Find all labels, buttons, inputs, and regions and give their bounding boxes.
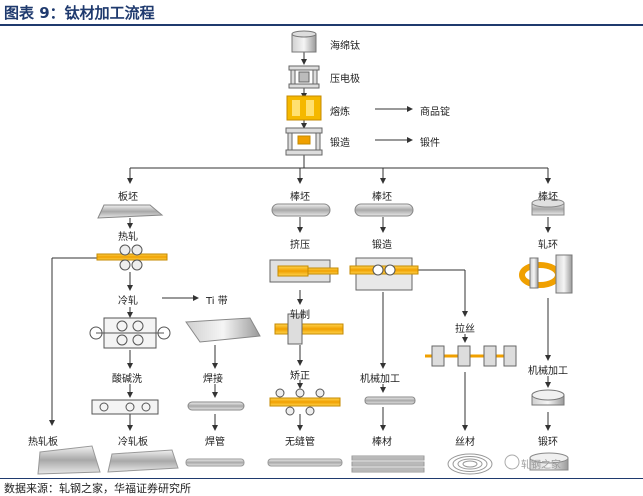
extrusion-label: 挤压 — [290, 240, 310, 251]
ring-rolling-label: 轧环 — [538, 240, 558, 251]
slab-icon — [97, 204, 164, 219]
bar-billet-icon — [271, 203, 331, 217]
seamless-pipe-product-icon — [267, 458, 343, 467]
hot-plate-product-icon — [37, 445, 101, 475]
bar-billet-label-2: 棒坯 — [372, 192, 392, 203]
electrode-press-icon — [288, 65, 320, 89]
hot-plate-label: 热轧板 — [28, 437, 58, 448]
forging-machine-icon — [349, 257, 419, 291]
forged-parts-label: 锻件 — [420, 138, 440, 149]
cold-plate-product-icon — [107, 449, 179, 473]
sponge-titanium-icon — [291, 30, 317, 53]
bar-product-label: 棒材 — [372, 437, 392, 448]
ingot-product-label: 商品锭 — [420, 107, 450, 118]
seamless-pipe-label: 无缝管 — [285, 437, 315, 448]
pickling-label: 酸碱洗 — [112, 374, 142, 385]
wire-drawing-icon — [425, 345, 517, 367]
welded-pipe-label: 焊管 — [205, 437, 225, 448]
wire-coil-product-icon — [447, 453, 493, 475]
forged-ring-product-icon — [529, 452, 569, 471]
cold-rolling-label: 冷轧 — [118, 296, 138, 307]
sponge-label: 海绵钛 — [330, 41, 360, 52]
machined-bar-icon — [364, 396, 416, 405]
machined-ring-icon — [531, 389, 565, 406]
bar-product-icon — [351, 455, 425, 473]
extrusion-icon — [269, 259, 339, 283]
watermark-logo-icon — [504, 454, 520, 470]
ring-rolling-icon — [519, 254, 573, 294]
wire-product-label: 丝材 — [455, 437, 475, 448]
drawing-label: 拉丝 — [455, 324, 475, 335]
straightening-label: 矫正 — [290, 371, 310, 382]
watermark-text: 轧钢之家 — [521, 460, 561, 471]
forging2-label: 锻造 — [372, 240, 392, 251]
ti-strip-sheet-icon — [185, 317, 261, 343]
welding-label: 焊接 — [203, 374, 223, 385]
electrode-label: 压电极 — [330, 74, 360, 85]
welding-tube-icon — [187, 401, 245, 411]
hot-rolling-icon — [96, 244, 168, 271]
figure-title: 图表 9：钛材加工流程 — [4, 4, 155, 22]
straightening-rolls-icon — [269, 388, 341, 416]
ti-strip-label: Ti 带 — [206, 296, 228, 307]
machining-label-2: 机械加工 — [528, 366, 568, 377]
bar-billet-label-3: 棒坯 — [538, 192, 558, 203]
machining-label-1: 机械加工 — [360, 374, 400, 385]
forging-label: 锻造 — [330, 138, 350, 149]
bar-billet-icon — [354, 203, 414, 217]
welded-pipe-product-icon — [185, 458, 245, 467]
cold-rolling-mill-icon — [89, 317, 171, 349]
melting-furnace-icon — [286, 95, 322, 121]
rolling-mill-icon — [274, 313, 344, 345]
bar-billet-disc-icon — [531, 198, 565, 216]
pickling-line-icon — [91, 399, 159, 415]
cold-plate-label: 冷轧板 — [118, 437, 148, 448]
melting-label: 熔炼 — [330, 107, 350, 118]
hot-rolling-label: 热轧 — [118, 232, 138, 243]
source-note: 数据来源：轧钢之家，华福证券研究所 — [4, 482, 191, 495]
title-rule — [0, 24, 643, 26]
bar-billet-label-1: 棒坯 — [290, 192, 310, 203]
forged-ring-label: 锻环 — [538, 437, 558, 448]
forging-press-icon — [285, 127, 323, 156]
slab-label: 板坯 — [118, 192, 138, 203]
footer-rule — [0, 478, 643, 479]
rolling-label: 轧制 — [290, 310, 310, 321]
